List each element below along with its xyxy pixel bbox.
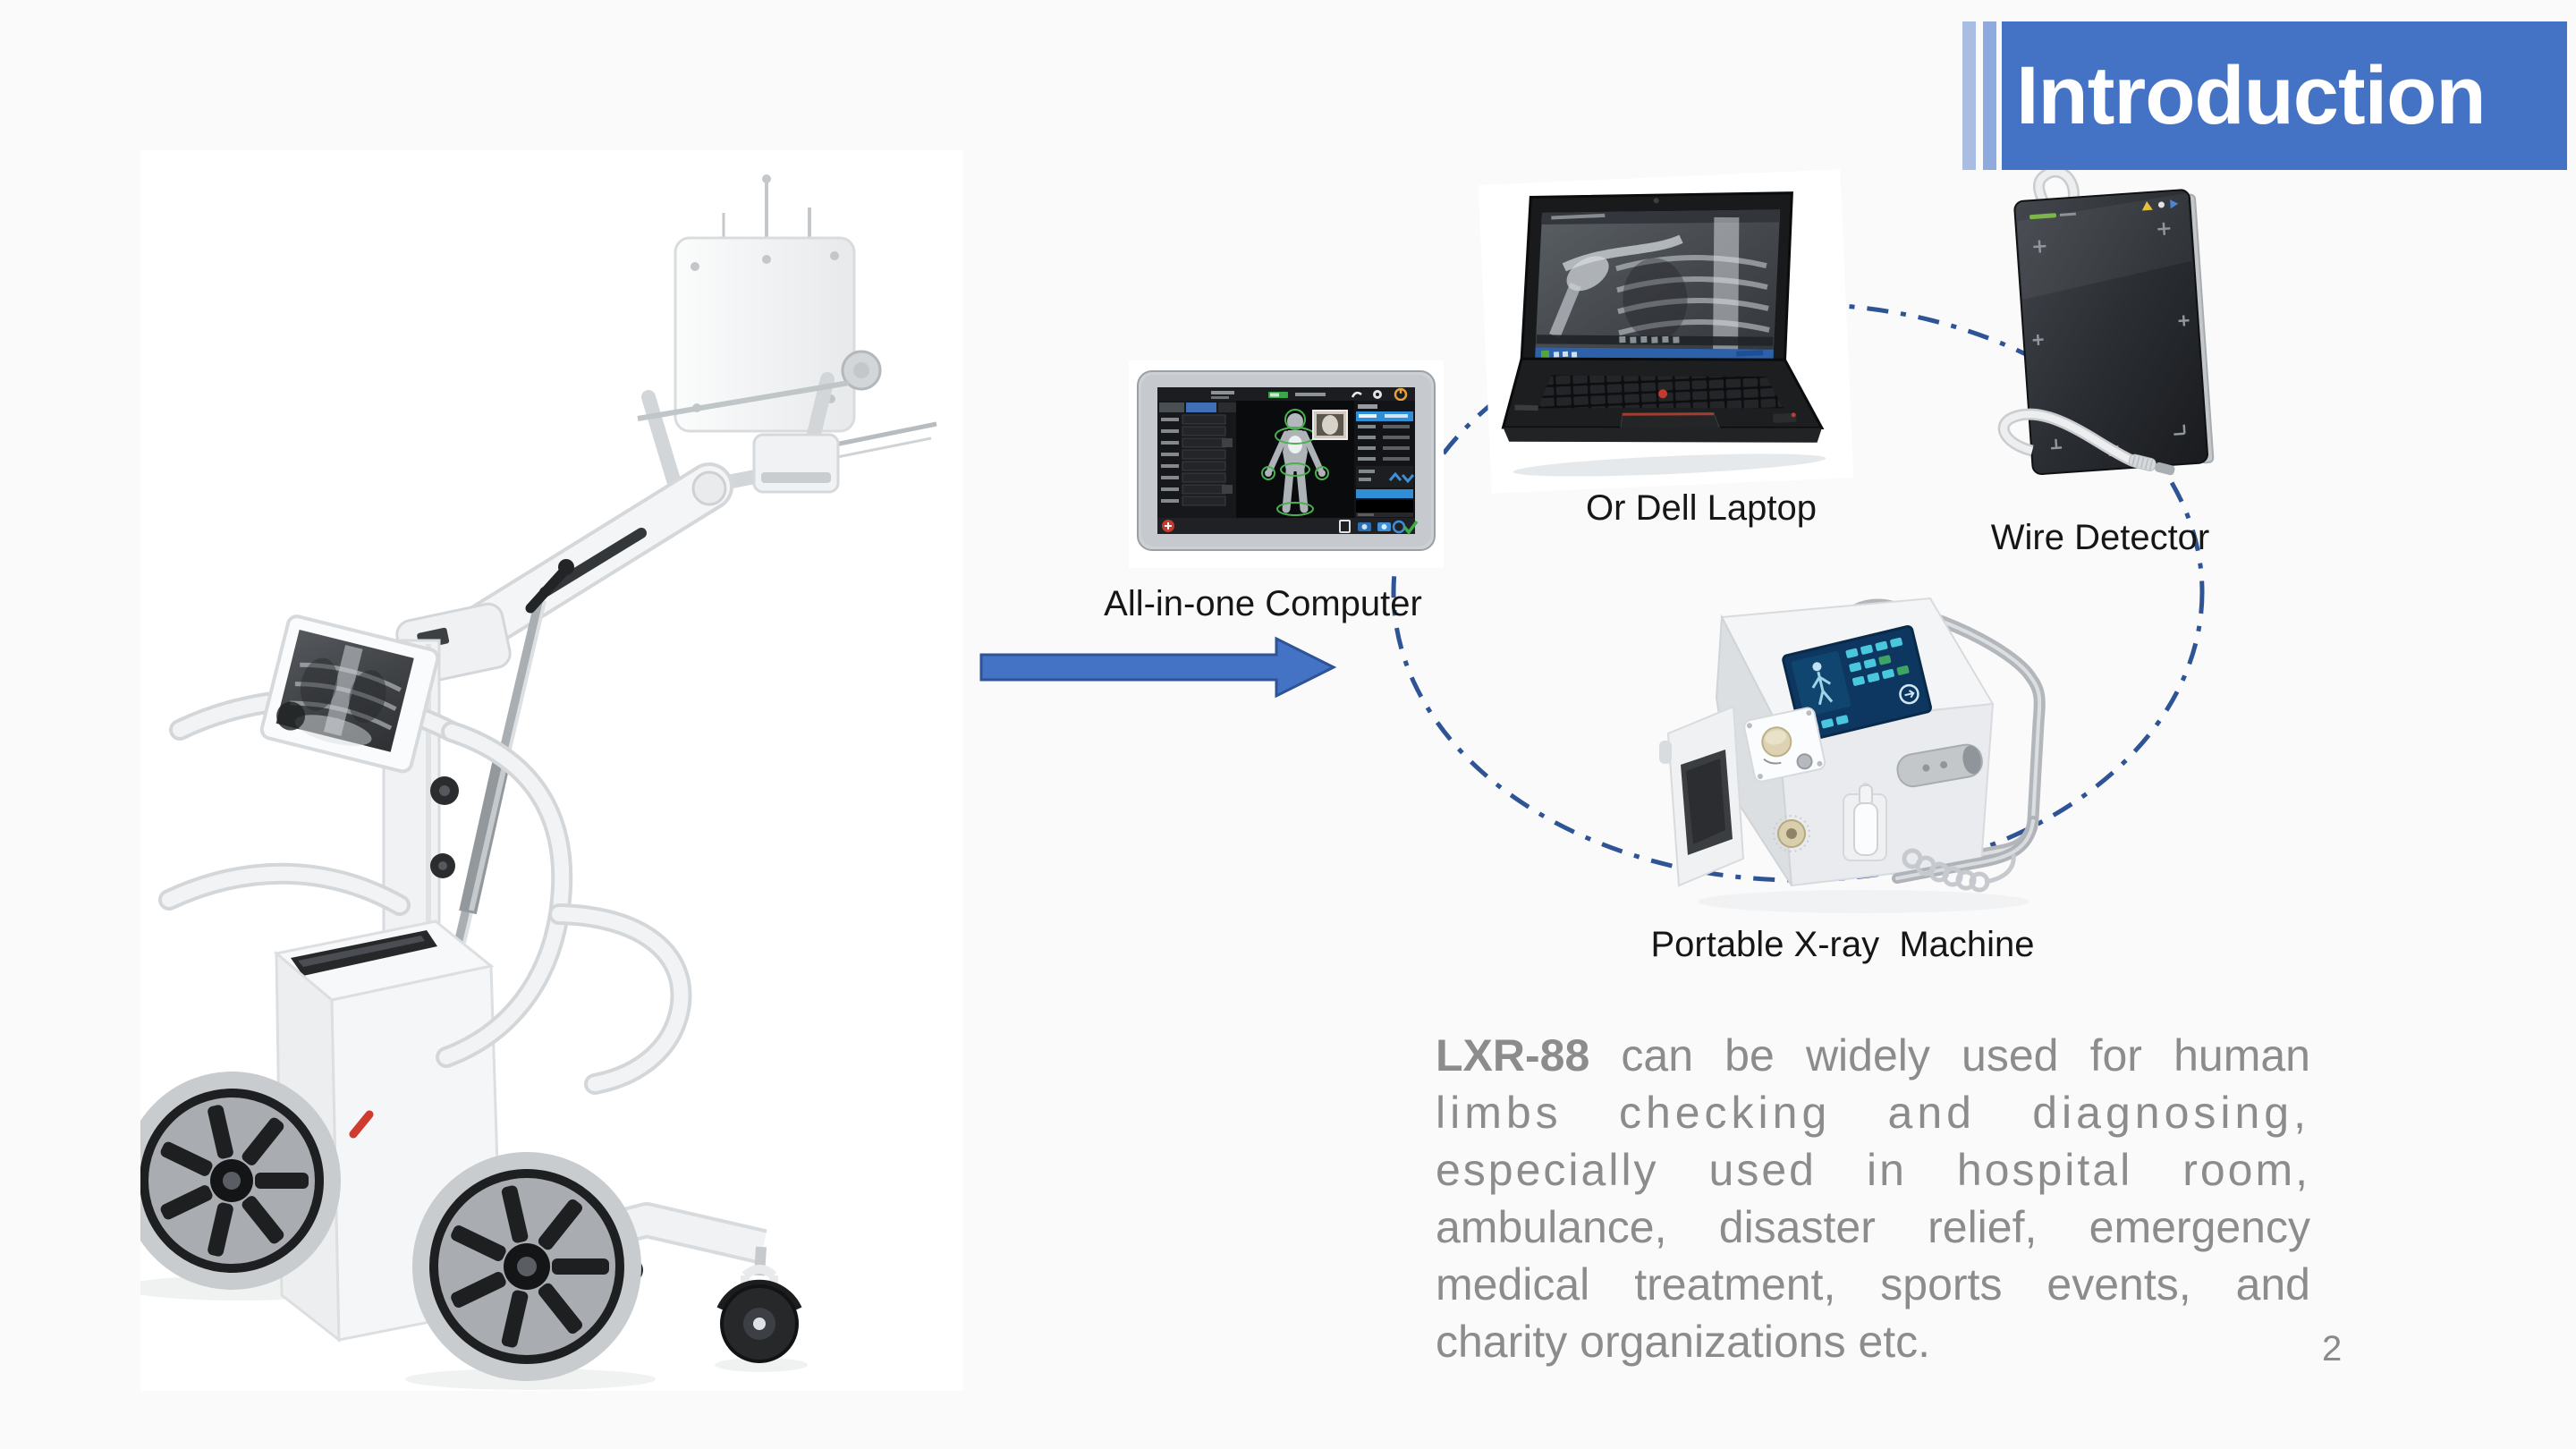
slide-title: Introduction xyxy=(2002,21,2567,170)
start-button-icon xyxy=(1540,350,1550,360)
caster-wheel xyxy=(716,1246,802,1363)
phone-icon xyxy=(1351,391,1362,398)
mobile-xray-machine-image xyxy=(140,150,963,1391)
paragraph-line: limbs checking and diagnosing, xyxy=(1436,1088,2310,1138)
tablet-body-figure xyxy=(1236,401,1354,518)
brand-logo xyxy=(2029,213,2057,220)
cart-monitor xyxy=(259,614,440,774)
paragraph-line: ambulance, disaster relief, emergency xyxy=(1436,1202,2310,1252)
wire-detector-image xyxy=(1993,159,2225,504)
handle-joint xyxy=(1896,743,1983,788)
flow-arrow xyxy=(979,635,1337,699)
xray-tube-head xyxy=(674,236,882,433)
detector-panel xyxy=(2013,189,2215,475)
paragraph-line: LXR-88 can be widely used for human xyxy=(1436,1030,2310,1080)
hydraulic-strut xyxy=(454,559,574,944)
button-icon xyxy=(1796,753,1813,770)
control-dial xyxy=(1743,707,1826,783)
product-name: LXR-88 xyxy=(1436,1030,1590,1080)
all-in-one-computer-image xyxy=(1129,360,1444,568)
chevron-up-icon xyxy=(1388,471,1402,481)
paragraph-line: especially used in hospital room, xyxy=(1436,1145,2310,1195)
warning-icon xyxy=(2141,201,2153,211)
tube-port xyxy=(1659,705,1745,887)
paragraph-line: medical treatment, sports events, and xyxy=(1436,1259,2310,1309)
document-icon xyxy=(1339,520,1351,533)
chevron-down-icon xyxy=(1401,474,1415,484)
paragraph-line: charity organizations etc. xyxy=(1436,1317,1931,1367)
label-all-in-one-computer: All-in-one Computer xyxy=(1104,584,1422,623)
tube-head-pins xyxy=(722,174,811,240)
hand-switch xyxy=(1843,783,1887,861)
title-accent-bar-1 xyxy=(1962,21,1976,170)
tablet-patient-form xyxy=(1157,401,1236,518)
front-wheel xyxy=(412,1152,641,1381)
laptop-lid xyxy=(1520,191,1793,361)
tablet-toolbar xyxy=(1157,518,1419,535)
articulated-arm xyxy=(395,462,733,686)
title-accent-bar-2 xyxy=(1983,21,1996,170)
label-portable-xray-machine: Portable X-ray Machine xyxy=(1650,925,2035,964)
rear-wheel xyxy=(140,1072,341,1290)
signal-icon xyxy=(2170,199,2179,209)
machine-touchscreen xyxy=(1782,625,1932,742)
status-dot-icon xyxy=(2157,201,2165,208)
screen-arrow-button xyxy=(1899,683,1919,705)
taskbar xyxy=(1535,347,1774,360)
cable-connector xyxy=(2155,462,2175,476)
check-icon xyxy=(1402,520,1419,535)
label-dell-laptop: Or Dell Laptop xyxy=(1586,488,1817,528)
label-wire-detector: Wire Detector xyxy=(1990,518,2210,557)
laptop-base xyxy=(1501,357,1825,443)
trackpoint-icon xyxy=(1658,389,1668,399)
tablet-status-bar xyxy=(1157,387,1415,402)
tablet-worklist-panel xyxy=(1354,401,1415,518)
right-arrow-icon xyxy=(979,636,1337,699)
coiled-cable xyxy=(1902,848,2016,893)
collimator-assembly xyxy=(637,372,937,499)
detector-cable-bottom xyxy=(1997,408,2175,476)
portable-xray-machine-image xyxy=(1657,590,2055,921)
page-number: 2 xyxy=(2322,1329,2343,1368)
description-paragraph: LXR-88 can be widely used for human limb… xyxy=(1436,1027,2310,1370)
webcam-icon xyxy=(1653,198,1659,204)
dell-laptop-image xyxy=(1478,169,1854,494)
